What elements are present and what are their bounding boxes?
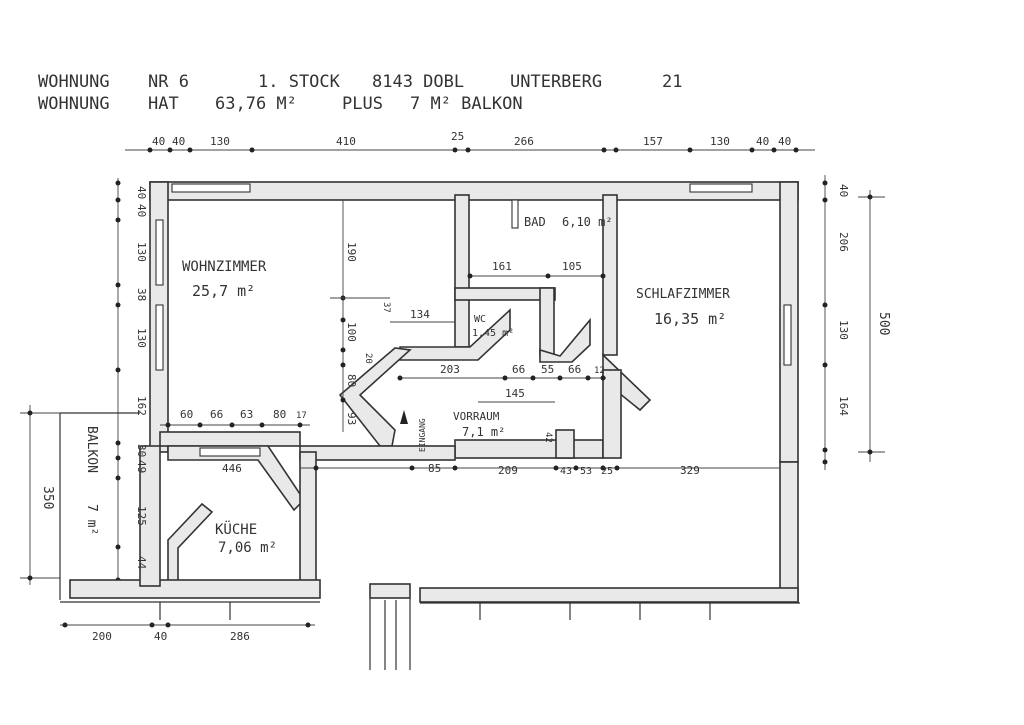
room-wc-name: WC	[474, 314, 486, 325]
room-vorraum-name: VORRAUM	[453, 410, 500, 423]
header-hat: HAT	[148, 94, 179, 114]
dim-top-3: 410	[336, 135, 356, 148]
dim-kitchen-3: 80	[273, 408, 286, 421]
dim-corr-3: 66	[568, 363, 581, 376]
dim-kitchen-0: 60	[180, 408, 193, 421]
dim-left-7: 49	[135, 460, 148, 473]
dim-wz-3: 20	[363, 353, 373, 364]
window-wohnzimmer-left-2	[155, 304, 164, 371]
dim-hall-0: 446	[222, 462, 242, 475]
window-kueche	[199, 447, 261, 457]
dim-bottom-0: 200	[92, 630, 112, 643]
window-schlafzimmer-top	[689, 183, 753, 193]
dim-bottom-1: 40	[154, 630, 167, 643]
inner-dimension-lines	[160, 200, 780, 471]
header-balcony-area: 7 M² BALKON	[410, 94, 523, 114]
dim-left-2: 130	[135, 242, 148, 262]
room-vorraum-area: 7,1 m²	[462, 425, 505, 439]
room-kueche-area: 7,06 m²	[218, 540, 277, 556]
dim-vorraum-small: 42	[543, 432, 553, 443]
header-plus: PLUS	[342, 94, 383, 114]
dim-top-2: 130	[210, 135, 230, 148]
bad-radiator	[511, 199, 519, 229]
dim-wz-2: 100	[345, 322, 358, 342]
dim-wz-5: 93	[345, 412, 358, 425]
header-house-number: 21	[662, 72, 682, 92]
dim-corr-0: 203	[440, 363, 460, 376]
room-wohnzimmer-area: 25,7 m²	[192, 282, 255, 300]
dim-left-0: 40	[135, 186, 148, 199]
room-balkon-name: BALKON	[84, 426, 99, 473]
dim-right-total: 500	[876, 312, 891, 335]
dim-corr-1: 66	[512, 363, 525, 376]
dim-hall-6: 329	[680, 464, 700, 477]
header-wohnung: WOHNUNG	[38, 72, 110, 92]
room-labels: WOHNZIMMER 25,7 m² SCHLAFZIMMER 16,35 m²…	[84, 215, 730, 556]
dim-hall-3: 43	[560, 466, 572, 477]
dim-hall-2: 209	[498, 464, 518, 477]
dim-left-9: 44	[135, 556, 148, 570]
header-area: 63,76 M²	[215, 94, 297, 114]
dim-top-8: 40	[756, 135, 769, 148]
dim-wc-width: 134	[410, 308, 430, 321]
header-stock: 1. STOCK	[258, 72, 341, 92]
window-wohnzimmer-left-1	[155, 219, 164, 286]
header-nr: NR 6	[148, 72, 189, 92]
eingang-label: EINGANG	[418, 418, 427, 452]
dim-right-1: 206	[837, 232, 850, 252]
dim-bottom-2: 286	[230, 630, 250, 643]
dim-top-6: 157	[643, 135, 663, 148]
dim-top-4: 25	[451, 130, 464, 143]
dim-left-4: 130	[135, 328, 148, 348]
dim-balcony-height: 350	[40, 486, 55, 509]
header-postal-town: 8143 DOBL	[372, 72, 464, 92]
window-schlafzimmer-right	[783, 304, 792, 366]
room-schlafzimmer-name: SCHLAFZIMMER	[636, 287, 730, 302]
dim-top-9: 40	[778, 135, 791, 148]
room-bad-area: 6,10 m²	[562, 215, 613, 229]
dim-left-6: 30	[135, 444, 148, 457]
dim-kitchen-4: 17	[296, 411, 307, 421]
dim-kitchen-2: 63	[240, 408, 253, 421]
header-street: UNTERBERG	[510, 72, 602, 92]
dim-corr-4: 12	[594, 366, 605, 376]
room-balkon-area: 7 m²	[84, 504, 99, 535]
dim-top-0: 40	[152, 135, 165, 148]
dim-bad-1: 105	[562, 260, 582, 273]
dim-right-2: 130	[837, 320, 850, 340]
walls	[59, 181, 800, 670]
dim-top-1: 40	[172, 135, 185, 148]
dim-corr-2: 55	[541, 363, 554, 376]
room-wohnzimmer-name: WOHNZIMMER	[182, 259, 267, 275]
room-wc-area: 1,45 m²	[472, 328, 514, 339]
entrance-arrow-icon	[400, 410, 408, 424]
header: WOHNUNG NR 6 1. STOCK 8143 DOBL UNTERBER…	[38, 72, 682, 114]
dim-right-0: 40	[837, 184, 850, 197]
room-bad-name: BAD	[524, 215, 546, 229]
dim-kitchen-1: 66	[210, 408, 223, 421]
dim-left-1: 40	[135, 204, 148, 217]
dimension-lines	[20, 147, 885, 628]
dim-wz-1: 37	[381, 302, 391, 313]
dimension-labels: 40 40 130 410 25 266 157 130 40 40 40 40…	[40, 130, 891, 643]
windows	[155, 183, 792, 457]
room-schlafzimmer-area: 16,35 m²	[654, 310, 726, 328]
room-kueche-name: KÜCHE	[215, 520, 257, 538]
window-wohnzimmer-top	[171, 183, 251, 193]
dim-left-8: 125	[135, 506, 148, 526]
dim-left-3: 38	[135, 288, 148, 301]
dim-left-5: 162	[135, 396, 148, 416]
dim-right-3: 164	[837, 396, 850, 416]
dim-top-5: 266	[514, 135, 534, 148]
dim-hall-5: 25	[601, 466, 613, 477]
dim-corr-145: 145	[505, 387, 525, 400]
dim-wz-4: 80	[345, 374, 358, 387]
dim-wz-0: 190	[345, 242, 358, 262]
dim-hall-4: 53	[580, 466, 592, 477]
dim-hall-1: 85	[428, 462, 441, 475]
dim-top-7: 130	[710, 135, 730, 148]
dim-bad-0: 161	[492, 260, 512, 273]
header-wohnung-2: WOHNUNG	[38, 94, 110, 114]
